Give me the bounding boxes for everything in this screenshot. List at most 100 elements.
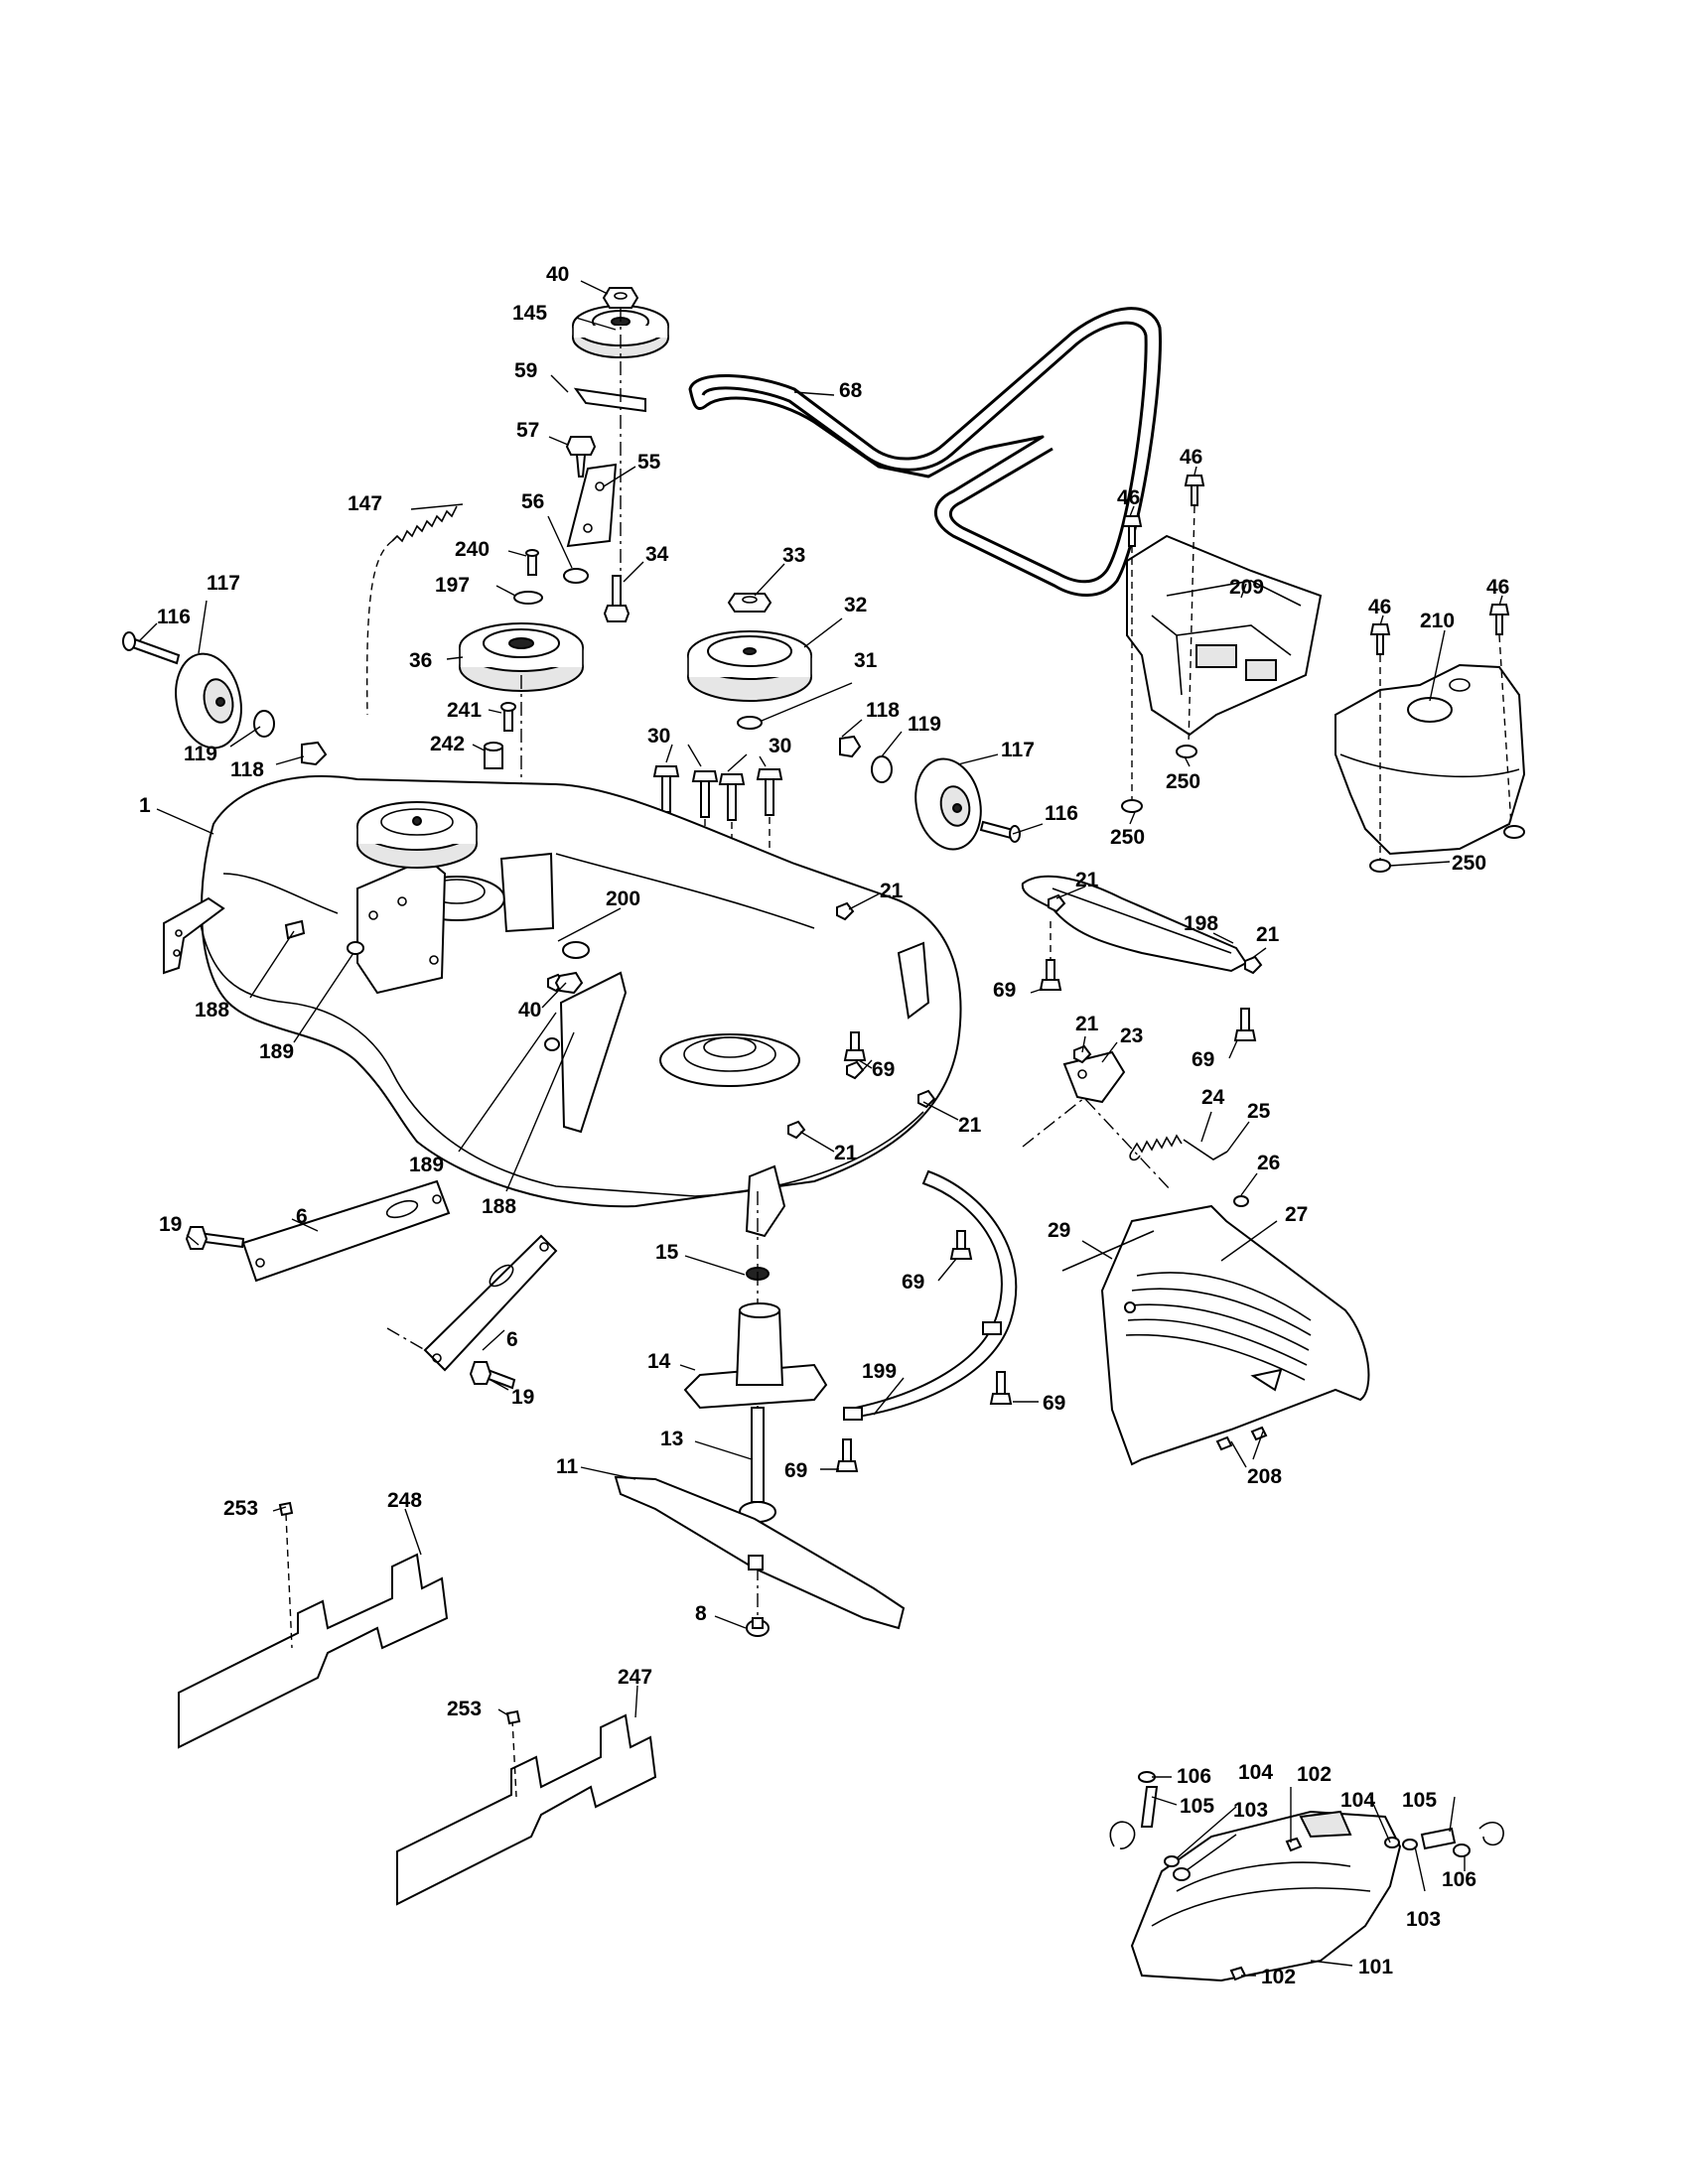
- deck-bracket-6-lower: [423, 1234, 558, 1372]
- blade-11: [614, 1475, 906, 1630]
- callout-188: 188: [482, 1195, 516, 1218]
- pulley-36: [459, 622, 584, 692]
- nuts-21: [1048, 893, 1263, 1064]
- callout-103: 103: [1406, 1908, 1441, 1931]
- callout-118: 118: [230, 758, 264, 781]
- washer-56: [563, 568, 589, 584]
- callout-46: 46: [1486, 576, 1509, 599]
- deck-bracket-6-upper: [241, 1179, 451, 1283]
- baffle-199: [843, 1169, 1018, 1421]
- rod-29: [1061, 1230, 1155, 1272]
- callout-189: 189: [259, 1040, 294, 1063]
- rod-24: [1183, 1139, 1228, 1160]
- callout-119: 119: [908, 713, 941, 736]
- idler-pulley-145: [572, 305, 669, 358]
- callout-6: 6: [506, 1328, 518, 1351]
- callout-59: 59: [514, 359, 537, 382]
- callout-116: 116: [157, 606, 191, 628]
- callout-200: 200: [606, 887, 640, 910]
- callout-102: 102: [1261, 1966, 1296, 1988]
- callout-55: 55: [637, 451, 661, 474]
- bolt-34: [603, 575, 631, 622]
- callout-105: 105: [1180, 1795, 1214, 1818]
- belt-cover-210: [1334, 663, 1526, 856]
- callout-116: 116: [1045, 802, 1078, 825]
- callout-46: 46: [1180, 446, 1202, 469]
- discharge-chute-27: [1100, 1204, 1370, 1466]
- callout-14: 14: [647, 1350, 671, 1373]
- washers-250: [1121, 505, 1525, 873]
- callout-106: 106: [1442, 1868, 1476, 1891]
- callout-104: 104: [1340, 1789, 1375, 1812]
- callout-13: 13: [660, 1428, 683, 1450]
- callout-56: 56: [521, 490, 544, 513]
- callout-31: 31: [854, 649, 878, 672]
- decal-248: [178, 1501, 449, 1749]
- callout-57: 57: [516, 419, 539, 442]
- nut-33: [727, 593, 772, 613]
- callout-24: 24: [1201, 1086, 1225, 1109]
- wheel-117-left: [175, 652, 242, 750]
- callout-68: 68: [839, 379, 863, 402]
- callout-26: 26: [1257, 1152, 1280, 1174]
- spindle-housing-14: [683, 1302, 828, 1410]
- spindle-shaft-13: [739, 1407, 776, 1523]
- callout-21: 21: [1075, 1013, 1099, 1035]
- drive-belt: [688, 307, 1162, 597]
- bolt-241: [500, 702, 516, 732]
- bolt-57: [565, 436, 597, 478]
- callout-25: 25: [1247, 1100, 1271, 1123]
- nut-118-left: [301, 741, 328, 766]
- washer-119-right: [871, 755, 893, 783]
- callout-69: 69: [1192, 1048, 1214, 1071]
- callout-19: 19: [159, 1213, 182, 1236]
- callout-32: 32: [844, 594, 867, 616]
- spacer-242: [484, 742, 503, 769]
- callout-117: 117: [1001, 739, 1035, 761]
- callout-250: 250: [1110, 826, 1145, 849]
- callout-105: 105: [1402, 1789, 1437, 1812]
- callout-188: 188: [195, 999, 229, 1022]
- callout-199: 199: [862, 1360, 897, 1383]
- wheel-117-right: [914, 757, 982, 851]
- callout-21: 21: [1075, 869, 1099, 891]
- callout-34: 34: [645, 543, 669, 566]
- decal-247: [396, 1709, 657, 1906]
- mulch-cover-101: [1130, 1810, 1402, 1982]
- callout-197: 197: [435, 574, 470, 597]
- idler-bracket-59: [573, 387, 646, 413]
- callout-253: 253: [223, 1497, 258, 1520]
- callout-69: 69: [872, 1058, 895, 1081]
- nut-40-top: [602, 287, 639, 309]
- deck-housing-1: [163, 775, 962, 1238]
- bolt-8: [746, 1617, 770, 1637]
- bolts-69: [835, 921, 1257, 1472]
- callout-69: 69: [1043, 1392, 1065, 1415]
- callout-208: 208: [1247, 1465, 1282, 1488]
- callout-11: 11: [556, 1455, 579, 1478]
- callout-23: 23: [1120, 1024, 1143, 1047]
- bracket-23: [1062, 1050, 1126, 1104]
- callout-36: 36: [409, 649, 432, 672]
- callout-189: 189: [409, 1154, 444, 1176]
- callout-253: 253: [447, 1698, 482, 1720]
- callout-21: 21: [1256, 923, 1280, 946]
- callout-21: 21: [834, 1142, 858, 1164]
- spring-25: [1129, 1134, 1183, 1161]
- callout-8: 8: [695, 1602, 707, 1625]
- callout-46: 46: [1117, 486, 1140, 509]
- callout-145: 145: [512, 302, 547, 325]
- callout-147: 147: [348, 492, 382, 515]
- bolt-116-left: [122, 631, 181, 665]
- callout-69: 69: [902, 1271, 924, 1294]
- screws-208: [1215, 1426, 1268, 1451]
- callout-118: 118: [866, 699, 900, 722]
- callout-241: 241: [447, 699, 482, 722]
- callout-30: 30: [769, 735, 791, 757]
- washer-31: [737, 716, 763, 730]
- callout-247: 247: [618, 1666, 652, 1689]
- belt-cover-209: [1126, 534, 1323, 737]
- callout-250: 250: [1452, 852, 1486, 875]
- callout-106: 106: [1177, 1765, 1211, 1788]
